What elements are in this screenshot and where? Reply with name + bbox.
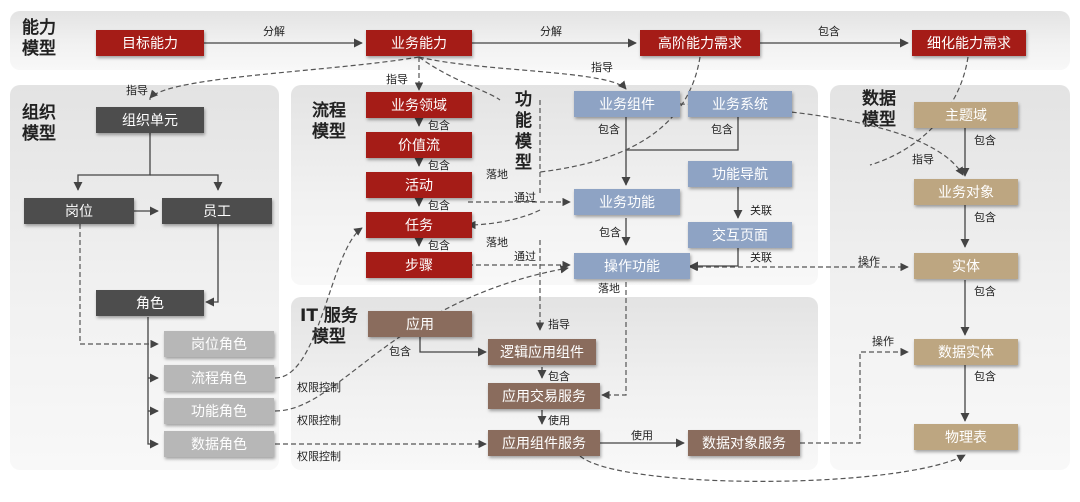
role-node: 角色 (96, 290, 204, 316)
edge-label: 包含 (428, 119, 450, 132)
target-capability-node: 目标能力 (96, 30, 204, 56)
org-model-title: 组织 模型 (22, 103, 56, 144)
edge-label: 包含 (974, 370, 996, 383)
edge-label: 包含 (428, 159, 450, 172)
subject-domain-node: 主题域 (914, 102, 1018, 128)
edge-label: 权限控制 (297, 414, 341, 427)
activity-node: 活动 (366, 172, 472, 198)
edge-label: 操作 (872, 335, 894, 348)
application-node: 应用 (368, 311, 472, 337)
task-node: 任务 (366, 212, 472, 238)
business-capability-node: 业务能力 (366, 30, 472, 56)
it-service-model-title: IT 服务 模型 (300, 306, 358, 347)
edge-label: 包含 (974, 285, 996, 298)
edge-label: 关联 (750, 204, 772, 217)
entity-node: 实体 (914, 253, 1018, 279)
logical-app-component-node: 逻辑应用组件 (488, 339, 596, 365)
capability-model-title: 能力 模型 (22, 18, 56, 59)
business-object-node: 业务对象 (914, 179, 1018, 205)
edge-label: 包含 (974, 211, 996, 224)
edge-label: 包含 (428, 199, 450, 212)
edge-label: 落地 (486, 168, 508, 181)
edge-label: 使用 (548, 414, 570, 427)
edge-label: 指导 (591, 61, 613, 74)
edge-label: 包含 (389, 345, 411, 358)
edge-label: 分解 (263, 25, 285, 38)
edge-label: 分解 (540, 25, 562, 38)
edge-label: 权限控制 (297, 450, 341, 463)
value-stream-node: 价值流 (366, 132, 472, 158)
edge-label: 操作 (858, 255, 880, 268)
post-role-node: 岗位角色 (164, 331, 274, 357)
edge-label: 通过 (514, 191, 536, 204)
interaction-page-node: 交互页面 (688, 222, 792, 248)
edge-label: 包含 (599, 226, 621, 239)
process-model-title: 流程 模型 (312, 101, 346, 142)
edge-label: 落地 (598, 282, 620, 295)
detailed-capability-node: 细化能力需求 (912, 30, 1026, 56)
edge-label: 包含 (818, 25, 840, 38)
business-component-node: 业务组件 (574, 91, 680, 117)
business-system-node: 业务系统 (688, 91, 792, 117)
operation-function-node: 操作功能 (574, 253, 690, 279)
edge-label: 指导 (386, 73, 408, 86)
edge-label: 落地 (486, 236, 508, 249)
edge-label: 包含 (598, 123, 620, 136)
edge-label: 使用 (631, 429, 653, 442)
edge-label: 指导 (912, 153, 934, 166)
business-domain-node: 业务领域 (366, 92, 472, 118)
data-model-title: 数据 模型 (862, 89, 896, 130)
edge-label: 包含 (711, 123, 733, 136)
edge-label: 包含 (428, 239, 450, 252)
step-node: 步骤 (366, 252, 472, 278)
data-entity-node: 数据实体 (914, 339, 1018, 365)
data-role-node: 数据角色 (164, 431, 274, 457)
function-model-title: 功 能 模 型 (515, 90, 532, 173)
edge-label: 包含 (974, 134, 996, 147)
staff-node: 员工 (162, 198, 272, 224)
process-role-node: 流程角色 (164, 365, 274, 391)
data-object-service-node: 数据对象服务 (688, 430, 800, 456)
function-role-node: 功能角色 (164, 398, 274, 424)
high-level-capability-node: 高阶能力需求 (640, 30, 760, 56)
business-function-node: 业务功能 (574, 189, 680, 215)
edge-label: 通过 (514, 250, 536, 263)
edge-label: 指导 (548, 318, 570, 331)
edge-label: 权限控制 (297, 381, 341, 394)
app-component-service-node: 应用组件服务 (488, 430, 600, 456)
function-navigation-node: 功能导航 (688, 161, 792, 187)
edge-label: 关联 (750, 251, 772, 264)
edge-label: 包含 (548, 370, 570, 383)
post-node: 岗位 (24, 198, 134, 224)
app-transaction-service-node: 应用交易服务 (488, 383, 600, 409)
edge-label: 指导 (126, 84, 148, 97)
org-unit-node: 组织单元 (96, 107, 204, 133)
physical-table-node: 物理表 (914, 424, 1018, 450)
